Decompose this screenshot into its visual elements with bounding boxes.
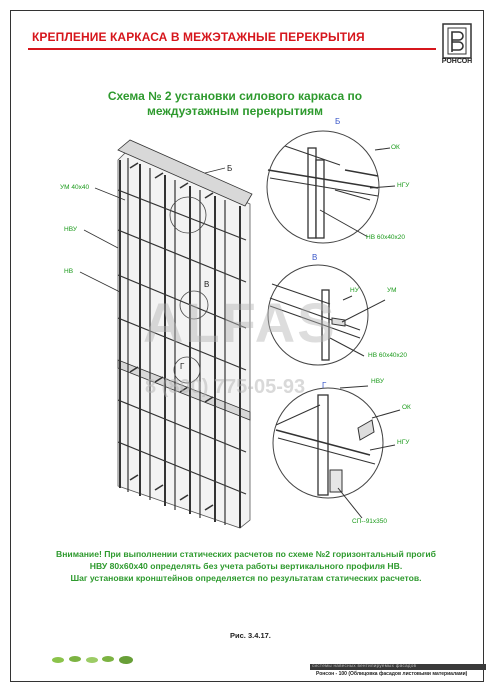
attention-note: Внимание! При выполнении статических рас… [36,548,456,584]
label-nv-detail-b: НВ 60х40х20 [366,234,406,241]
page-title: КРЕПЛЕНИЕ КАРКАСА В МЕЖЭТАЖНЫЕ ПЕРЕКРЫТИ… [32,30,365,44]
detail-g-letter: Г [322,381,327,390]
label-um-detail: УМ [387,287,397,294]
marker-g-main: Г [180,362,185,371]
label-ok-b: ОК [391,144,400,151]
scheme-title-line2: междуэтажным перекрытиям [146,104,324,118]
note-line1: Внимание! При выполнении статических рас… [56,549,436,559]
birds-decoration [52,656,133,664]
watermark-brand: ALFAS [143,291,337,354]
marker-v-main: В [204,280,210,289]
watermark-phone: 8 (800) 775-05-93 [145,376,306,398]
footer-bar [310,664,486,670]
marker-b-main: Б [227,164,233,173]
scheme-title: Схема № 2 установки силового каркаса по … [90,89,380,119]
label-nvu-g: НВУ [371,378,384,385]
ronson-logo [442,23,472,59]
label-ngu-g: НГУ [397,439,410,446]
footer-caption: Ронсон - 100 (Облицовка фасадов листовым… [316,671,468,677]
label-um-40x40: УМ 40х40 [60,184,90,191]
label-sp: СП--91х350 [352,518,388,525]
footer-bar-text: системы навесных вентилируемых фасадов [312,663,417,668]
label-ok-g: ОК [402,404,411,411]
label-ngu-b: НГУ [397,182,410,189]
detail-b-letter: Б [335,117,341,126]
label-nv: НВ [64,268,74,275]
note-line3: Шаг установки кронштейнов определяется п… [70,573,422,583]
label-nvu: НВУ [64,226,77,233]
figure-caption: Рис. 3.4.17. [230,631,271,640]
logo-label: РОНСОН [441,58,473,65]
title-underline [28,48,436,50]
note-line2: НВУ 80х60х40 определять без учета работы… [89,561,403,571]
label-nu: НУ [350,287,359,294]
label-nv-detail-v: НВ 60х40х20 [368,352,408,359]
page-frame [10,10,484,682]
detail-v-letter: В [312,253,318,262]
scheme-title-line1: Схема № 2 установки силового каркаса по [107,89,363,103]
